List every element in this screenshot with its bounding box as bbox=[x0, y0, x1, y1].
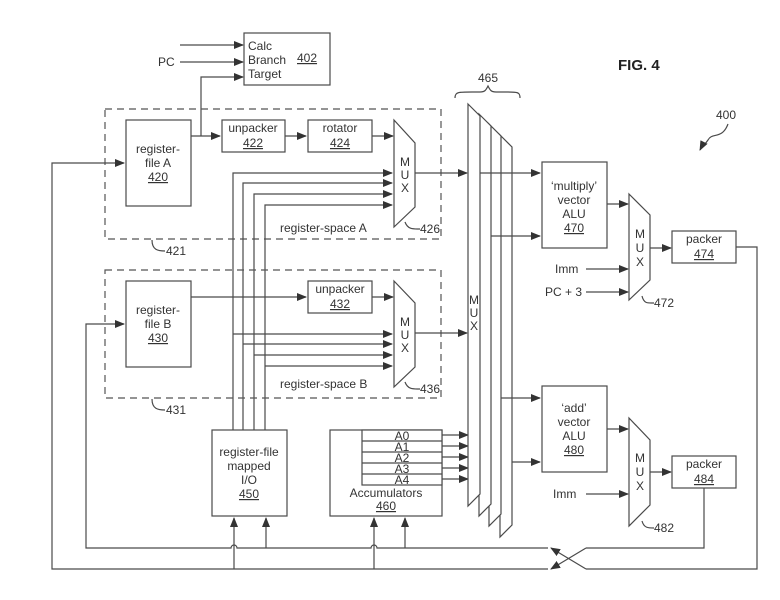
register-file-b-block: register- file B 430 bbox=[125, 280, 192, 368]
unpacker-432-block: unpacker 432 bbox=[307, 280, 373, 314]
packer-484-label: packer bbox=[686, 457, 722, 471]
calc-line: Calc bbox=[248, 39, 272, 53]
mux-426: M U X bbox=[393, 118, 416, 229]
ref-432: 432 bbox=[330, 297, 350, 311]
add-vector-alu-block: ‘add’ vector ALU 480 bbox=[541, 385, 608, 473]
mux-b-u: U bbox=[401, 328, 410, 342]
ref-436: 436 bbox=[420, 382, 440, 396]
mux472-m: M bbox=[635, 227, 645, 241]
ref-484: 484 bbox=[694, 472, 714, 486]
register-space-b-boundary bbox=[104, 269, 442, 399]
register-space-b-label: register-space B bbox=[280, 377, 367, 391]
add-line1: ‘add’ bbox=[561, 401, 586, 415]
imm-label-482: Imm bbox=[553, 487, 576, 501]
add-line2: vector bbox=[558, 415, 591, 429]
accumulators-label: Accumulators bbox=[350, 486, 423, 500]
ref-431: 431 bbox=[166, 403, 186, 417]
io-line2: mapped bbox=[227, 459, 270, 473]
branch-line: Branch bbox=[248, 53, 286, 67]
mux-b-x: X bbox=[401, 341, 409, 355]
acc-a1: A1 bbox=[395, 440, 410, 454]
rfb-line2: file B bbox=[145, 317, 172, 331]
rfb-line1: register- bbox=[136, 303, 180, 317]
ref-474: 474 bbox=[694, 247, 714, 261]
packer-474-label: packer bbox=[686, 232, 722, 246]
register-space-a-label: register-space A bbox=[280, 221, 367, 235]
rfa-line1: register- bbox=[136, 142, 180, 156]
figure-ref-arrow bbox=[699, 123, 729, 151]
mul-line3: ALU bbox=[562, 207, 585, 221]
mux-b-m: M bbox=[400, 315, 410, 329]
ref-422: 422 bbox=[243, 136, 263, 150]
mux-bank-m: M bbox=[469, 293, 479, 307]
ref-420: 420 bbox=[148, 170, 168, 184]
brace-465 bbox=[454, 84, 521, 99]
mux-436: M U X bbox=[393, 279, 416, 389]
mux472-x: X bbox=[636, 255, 644, 269]
mux-472: M U X bbox=[628, 192, 651, 302]
ref-465: 465 bbox=[478, 71, 498, 85]
register-file-mapped-io-block: register-file mapped I/O 450 bbox=[211, 429, 288, 517]
ref-472: 472 bbox=[654, 296, 674, 310]
unpacker-a-label: unpacker bbox=[228, 121, 277, 135]
packer-484-block: packer 484 bbox=[671, 455, 737, 489]
io-line3: I/O bbox=[241, 473, 257, 487]
acc-a3: A3 bbox=[395, 462, 410, 476]
ref-424: 424 bbox=[330, 136, 350, 150]
acc-a4: A4 bbox=[395, 473, 410, 487]
ref-402: 402 bbox=[297, 51, 317, 65]
accumulators-block: A0 A1 A2 A3 A4 Accumulators 460 bbox=[329, 429, 443, 517]
ref-450: 450 bbox=[239, 487, 259, 501]
mul-line2: vector bbox=[558, 193, 591, 207]
mux-bank-465: M U X bbox=[467, 102, 513, 539]
rotator-label: rotator bbox=[323, 121, 358, 135]
unpacker-b-label: unpacker bbox=[315, 282, 364, 296]
mux482-x: X bbox=[636, 479, 644, 493]
rotator-424-block: rotator 424 bbox=[307, 119, 373, 153]
calc-branch-target-block: Calc Branch Target 402 bbox=[243, 32, 331, 86]
acc-a2: A2 bbox=[395, 451, 410, 465]
ref-482: 482 bbox=[654, 521, 674, 535]
register-file-a-block: register- file A 420 bbox=[125, 119, 192, 207]
target-line: Target bbox=[248, 67, 282, 81]
register-space-a-boundary bbox=[104, 108, 442, 240]
ref-480: 480 bbox=[564, 443, 584, 457]
ref-421: 421 bbox=[166, 244, 186, 258]
mux482-m: M bbox=[635, 451, 645, 465]
mux-a-x: X bbox=[401, 181, 409, 195]
ref-430: 430 bbox=[148, 331, 168, 345]
mul-line1: ‘multiply’ bbox=[551, 179, 597, 193]
pc-plus-3-label: PC + 3 bbox=[545, 285, 582, 299]
ref-426: 426 bbox=[420, 222, 440, 236]
imm-label-472: Imm bbox=[555, 262, 578, 276]
packer-474-block: packer 474 bbox=[671, 230, 737, 264]
unpacker-422-block: unpacker 422 bbox=[221, 119, 286, 153]
io-line1: register-file bbox=[219, 445, 279, 459]
mux-bank-x: X bbox=[470, 319, 478, 333]
rfa-line2: file A bbox=[145, 156, 171, 170]
acc-a0: A0 bbox=[395, 429, 410, 443]
mux-bank-u: U bbox=[470, 306, 479, 320]
mux-482: M U X bbox=[628, 416, 651, 528]
mux-a-m: M bbox=[400, 155, 410, 169]
add-line3: ALU bbox=[562, 429, 585, 443]
multiply-vector-alu-block: ‘multiply’ vector ALU 470 bbox=[541, 161, 608, 249]
ref-460: 460 bbox=[376, 499, 396, 513]
figure-ref-400: 400 bbox=[716, 108, 736, 122]
mux472-u: U bbox=[636, 241, 645, 255]
pc-label: PC bbox=[158, 55, 175, 69]
figure-title: FIG. 4 bbox=[618, 57, 660, 74]
mux-a-u: U bbox=[401, 168, 410, 182]
mux482-u: U bbox=[636, 465, 645, 479]
ref-470: 470 bbox=[564, 221, 584, 235]
